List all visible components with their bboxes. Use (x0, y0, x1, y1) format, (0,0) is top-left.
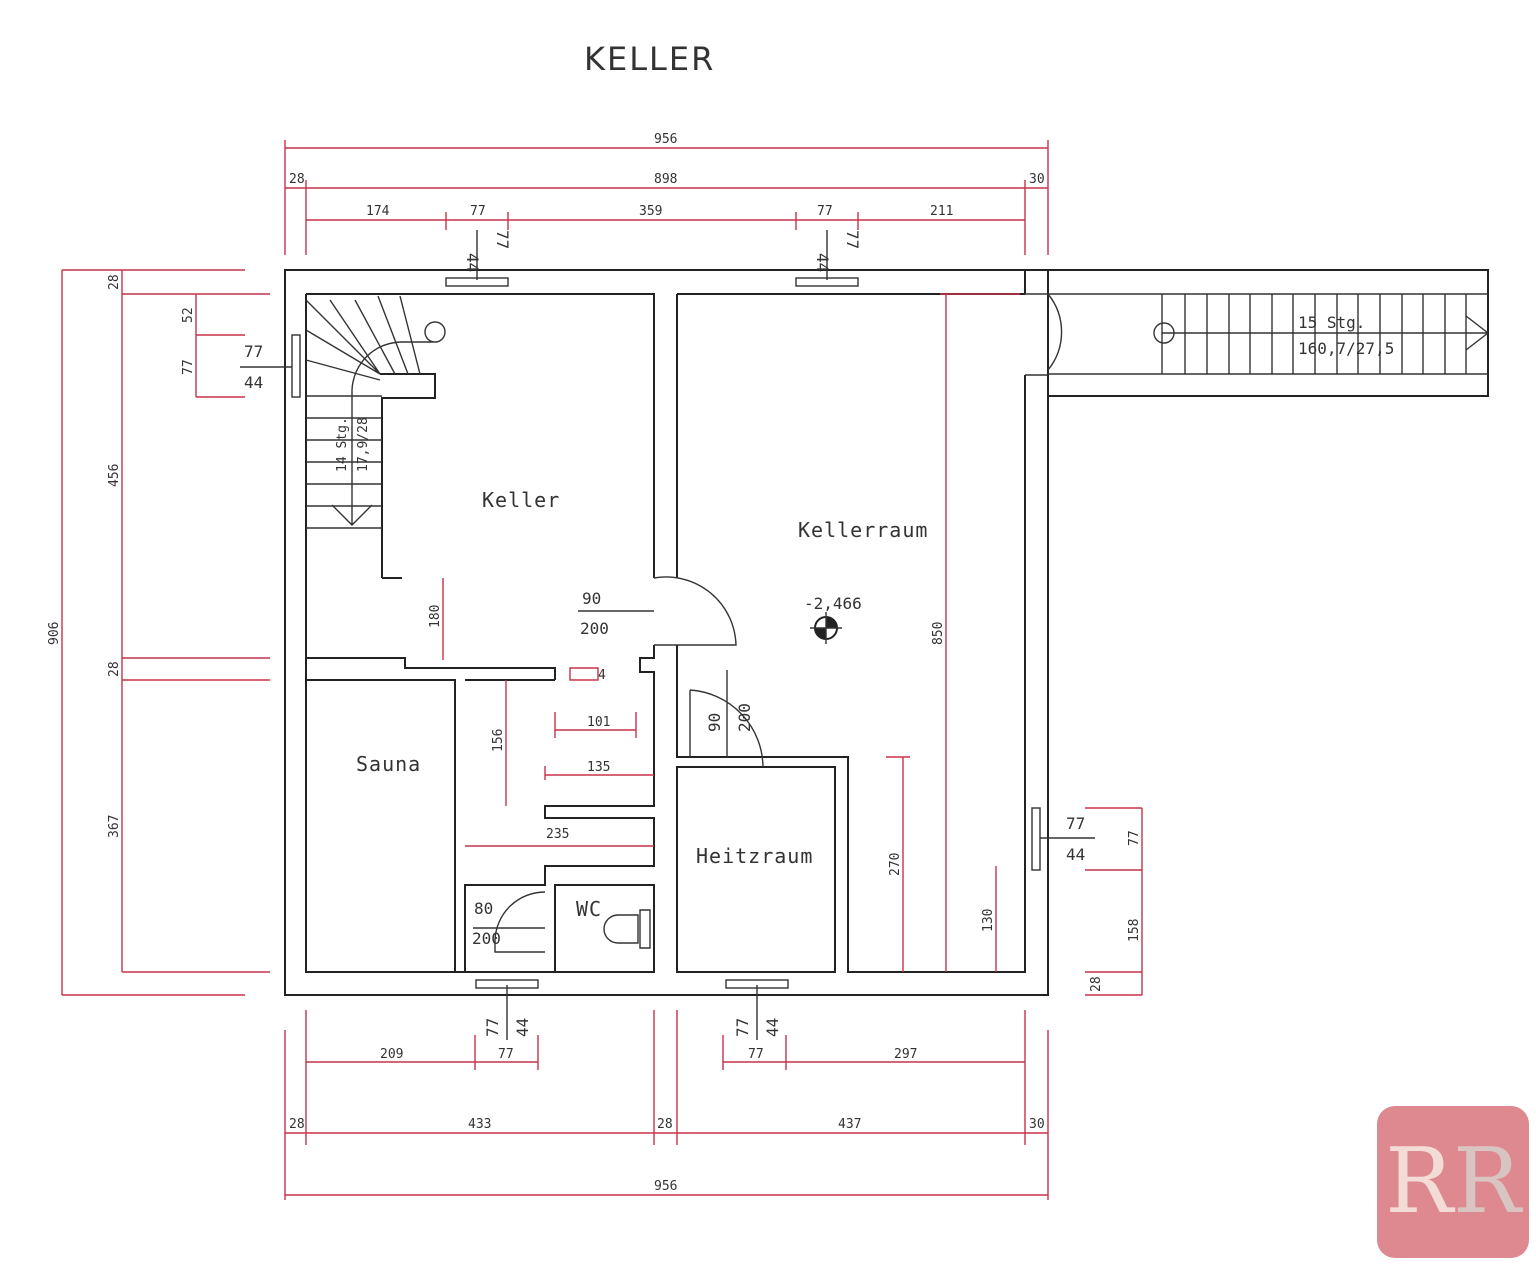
svg-text:77: 77 (817, 204, 833, 219)
svg-text:211: 211 (930, 204, 953, 219)
svg-text:158: 158 (1127, 919, 1142, 942)
svg-text:156: 156 (491, 729, 506, 752)
svg-text:44: 44 (463, 253, 482, 272)
svg-text:433: 433 (468, 1117, 491, 1132)
svg-text:367: 367 (107, 815, 122, 838)
svg-text:180: 180 (428, 605, 443, 628)
svg-text:456: 456 (107, 464, 122, 487)
svg-text:28: 28 (107, 274, 122, 290)
outer-stair-steps: 15 Stg. (1298, 313, 1365, 332)
svg-text:77: 77 (1066, 814, 1085, 833)
svg-text:44: 44 (513, 1018, 532, 1037)
dimension-lines (61, 140, 1143, 1200)
room-sauna: Sauna (356, 752, 421, 776)
svg-text:4: 4 (598, 668, 606, 683)
door-wc-height: 200 (472, 929, 501, 948)
svg-text:135: 135 (587, 760, 610, 775)
inner-stair-steps: 14 Stg. (335, 417, 350, 472)
svg-text:77: 77 (181, 359, 196, 375)
svg-text:270: 270 (888, 853, 903, 876)
svg-text:44: 44 (244, 373, 263, 392)
logo-letter-1: R (1385, 1129, 1453, 1234)
svg-text:30: 30 (1029, 172, 1045, 187)
svg-text:101: 101 (587, 715, 610, 730)
outer-stair-ratio: 160,7/27,5 (1298, 339, 1394, 358)
inner-stair-ratio: 17,9/28 (356, 417, 371, 472)
svg-text:209: 209 (380, 1047, 403, 1062)
svg-text:77: 77 (244, 342, 263, 361)
inner-staircase: 14 Stg. 17,9/28 (305, 295, 446, 529)
svg-text:956: 956 (654, 132, 677, 147)
doors (473, 293, 1063, 953)
room-heizraum: Heitzraum (696, 844, 813, 868)
svg-text:956: 956 (654, 1179, 677, 1194)
svg-text:44: 44 (763, 1018, 782, 1037)
svg-text:130: 130 (981, 909, 996, 932)
door-keller-height: 200 (580, 619, 609, 638)
room-kellerraum: Kellerraum (798, 518, 928, 542)
door-wc-width: 80 (474, 899, 493, 918)
svg-text:359: 359 (639, 204, 662, 219)
svg-text:174: 174 (366, 204, 390, 219)
svg-text:28: 28 (289, 172, 305, 187)
level-marker-icon (810, 612, 842, 644)
room-keller: Keller (482, 488, 560, 512)
svg-text:77: 77 (748, 1047, 764, 1062)
svg-text:77: 77 (470, 204, 486, 219)
dimension-labels: 956 28 898 30 174 77 359 77 211 906 28 4… (47, 132, 1142, 1194)
svg-text:28: 28 (657, 1117, 673, 1132)
svg-text:297: 297 (894, 1047, 917, 1062)
svg-text:28: 28 (1089, 976, 1104, 992)
windows (240, 230, 1095, 1040)
window-labels: 77 44 77 44 44 77 44 77 77 44 77 44 (244, 230, 1085, 1037)
svg-text:77: 77 (1127, 830, 1142, 846)
svg-text:28: 28 (289, 1117, 305, 1132)
svg-text:44: 44 (1066, 845, 1085, 864)
svg-text:906: 906 (47, 622, 62, 645)
svg-text:30: 30 (1029, 1117, 1045, 1132)
svg-text:77: 77 (493, 230, 512, 249)
svg-text:77: 77 (733, 1018, 752, 1037)
room-wc: WC (576, 897, 602, 921)
svg-text:898: 898 (654, 172, 677, 187)
door-heiz-height: 200 (735, 703, 754, 732)
svg-text:77: 77 (843, 230, 862, 249)
svg-text:850: 850 (931, 622, 946, 645)
svg-text:77: 77 (483, 1018, 502, 1037)
outer-staircase: 15 Stg. 160,7/27,5 (1153, 294, 1490, 374)
logo-letter-2: R (1453, 1129, 1521, 1234)
svg-text:235: 235 (546, 827, 569, 842)
plan-title: KELLER (584, 40, 715, 78)
svg-text:437: 437 (838, 1117, 861, 1132)
svg-text:44: 44 (813, 253, 832, 272)
walls (284, 269, 1489, 996)
svg-text:28: 28 (107, 661, 122, 677)
level-label: -2,466 (804, 594, 862, 613)
svg-text:52: 52 (181, 307, 196, 323)
door-keller-width: 90 (582, 589, 601, 608)
door-heiz-width: 90 (705, 713, 724, 732)
svg-text:77: 77 (498, 1047, 514, 1062)
